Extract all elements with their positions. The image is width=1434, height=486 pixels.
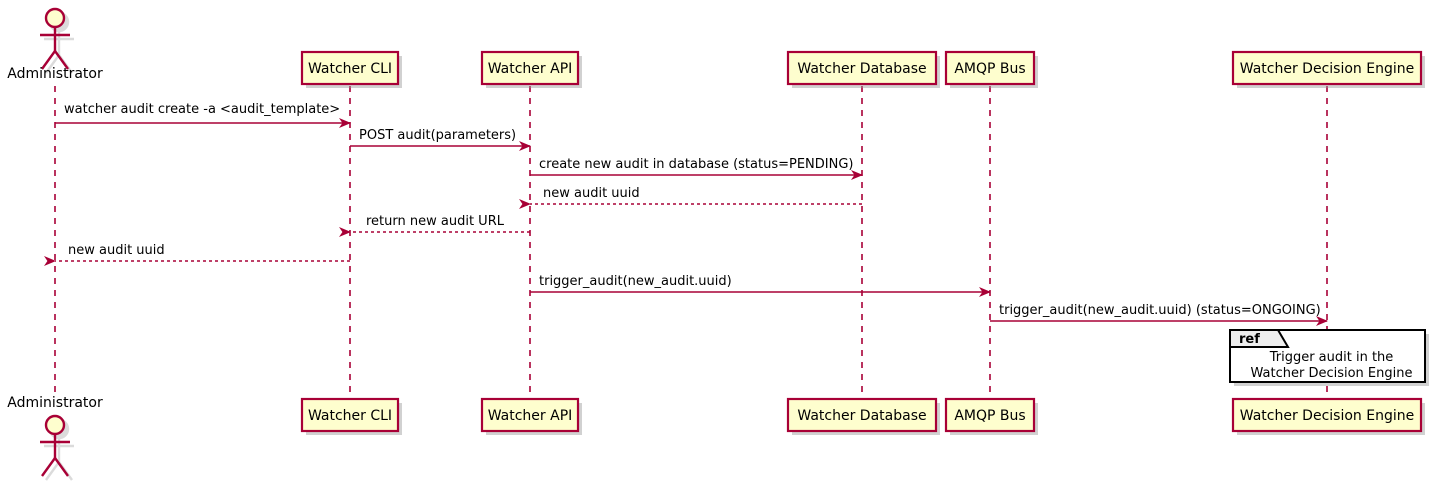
participant-label-api: Watcher API: [488, 61, 573, 77]
participant-label-db: Watcher Database: [797, 61, 926, 77]
participant-rect: [300, 50, 400, 86]
participants-bottom-group: Watcher CLI Watcher API Watcher Database AM…: [300, 397, 1425, 435]
participant-rect: [480, 50, 580, 86]
actor-label-administrator: Administrator: [7, 395, 103, 411]
actor-leg-left: [41, 50, 56, 70]
message-label: trigger_audit(new_audit.uuid) (status=ON…: [999, 303, 1321, 318]
participant-rect: [786, 397, 938, 433]
fragment-body-line-0: Trigger audit in the: [1269, 350, 1394, 365]
participant-label-amqp: AMQP Bus: [954, 408, 1025, 424]
participant-box-cli-top[interactable]: Watcher CLI: [300, 50, 402, 88]
participant-label-api: Watcher API: [488, 408, 573, 424]
message-5[interactable]: return new audit URL: [339, 214, 530, 237]
actor-leg-right: [54, 50, 69, 70]
actor-label-administrator: Administrator: [7, 66, 103, 82]
participant-box-engine-top[interactable]: Watcher Decision Engine: [1231, 50, 1425, 88]
message-1[interactable]: watcher audit create -a <audit_template>: [55, 102, 351, 128]
actor-leg-right: [54, 457, 69, 477]
message-6[interactable]: new audit uuid: [44, 243, 350, 266]
participant-rect: [944, 50, 1036, 86]
participant-label-engine: Watcher Decision Engine: [1240, 61, 1414, 77]
message-label: new audit uuid: [543, 186, 640, 201]
participant-label-cli: Watcher CLI: [308, 408, 392, 424]
message-label: POST audit(parameters): [359, 128, 516, 143]
participant-box-api-top[interactable]: Watcher API: [480, 50, 582, 88]
message-4[interactable]: new audit uuid: [519, 186, 862, 209]
participant-label-db: Watcher Database: [797, 408, 926, 424]
participant-rect: [944, 397, 1036, 433]
message-label: return new audit URL: [366, 214, 505, 229]
participant-box-db-bottom[interactable]: Watcher Database: [786, 397, 940, 435]
actor-head: [44, 414, 66, 436]
participant-label-amqp: AMQP Bus: [954, 61, 1025, 77]
participant-box-db-top[interactable]: Watcher Database: [786, 50, 940, 88]
participant-rect: [300, 397, 400, 433]
message-label: new audit uuid: [68, 243, 165, 258]
message-label: create new audit in database (status=PEN…: [539, 157, 854, 172]
participant-box-api-bottom[interactable]: Watcher API: [480, 397, 582, 435]
participants-top-group: Watcher CLI Watcher API Watcher Database AM…: [300, 50, 1425, 88]
participant-box-amqp-top[interactable]: AMQP Bus: [944, 50, 1038, 88]
message-3[interactable]: create new audit in database (status=PEN…: [530, 157, 863, 180]
fragment-tab: [1229, 329, 1290, 348]
participant-rect: [786, 50, 938, 86]
message-2[interactable]: POST audit(parameters): [350, 128, 531, 151]
participant-box-cli-bottom[interactable]: Watcher CLI: [300, 397, 402, 435]
actor-administrator-top[interactable]: Administrator: [7, 7, 103, 82]
participant-label-engine: Watcher Decision Engine: [1240, 408, 1414, 424]
fragment-tab-label: ref: [1239, 332, 1260, 347]
messages-group: watcher audit create -a <audit_template>…: [44, 102, 1328, 326]
participant-rect: [1231, 50, 1423, 86]
participant-box-engine-bottom[interactable]: Watcher Decision Engine: [1231, 397, 1425, 435]
participant-rect: [480, 397, 580, 433]
actor-leg-left: [41, 457, 56, 477]
lifelines-group: [54, 86, 1328, 398]
message-8[interactable]: trigger_audit(new_audit.uuid) (status=ON…: [990, 303, 1328, 326]
message-7[interactable]: trigger_audit(new_audit.uuid): [530, 274, 991, 297]
message-label: watcher audit create -a <audit_template>: [64, 102, 340, 117]
actor-administrator-bottom[interactable]: Administrator: [7, 395, 103, 481]
actor-leg-left: [45, 54, 60, 74]
participant-label-cli: Watcher CLI: [308, 61, 392, 77]
fragment-body-line-1: Watcher Decision Engine: [1251, 366, 1413, 381]
actor-head: [44, 7, 66, 29]
message-label: trigger_audit(new_audit.uuid): [539, 274, 732, 289]
participant-box-amqp-bottom[interactable]: AMQP Bus: [944, 397, 1038, 435]
participant-rect: [1231, 397, 1423, 433]
actor-leg-left: [45, 461, 60, 481]
